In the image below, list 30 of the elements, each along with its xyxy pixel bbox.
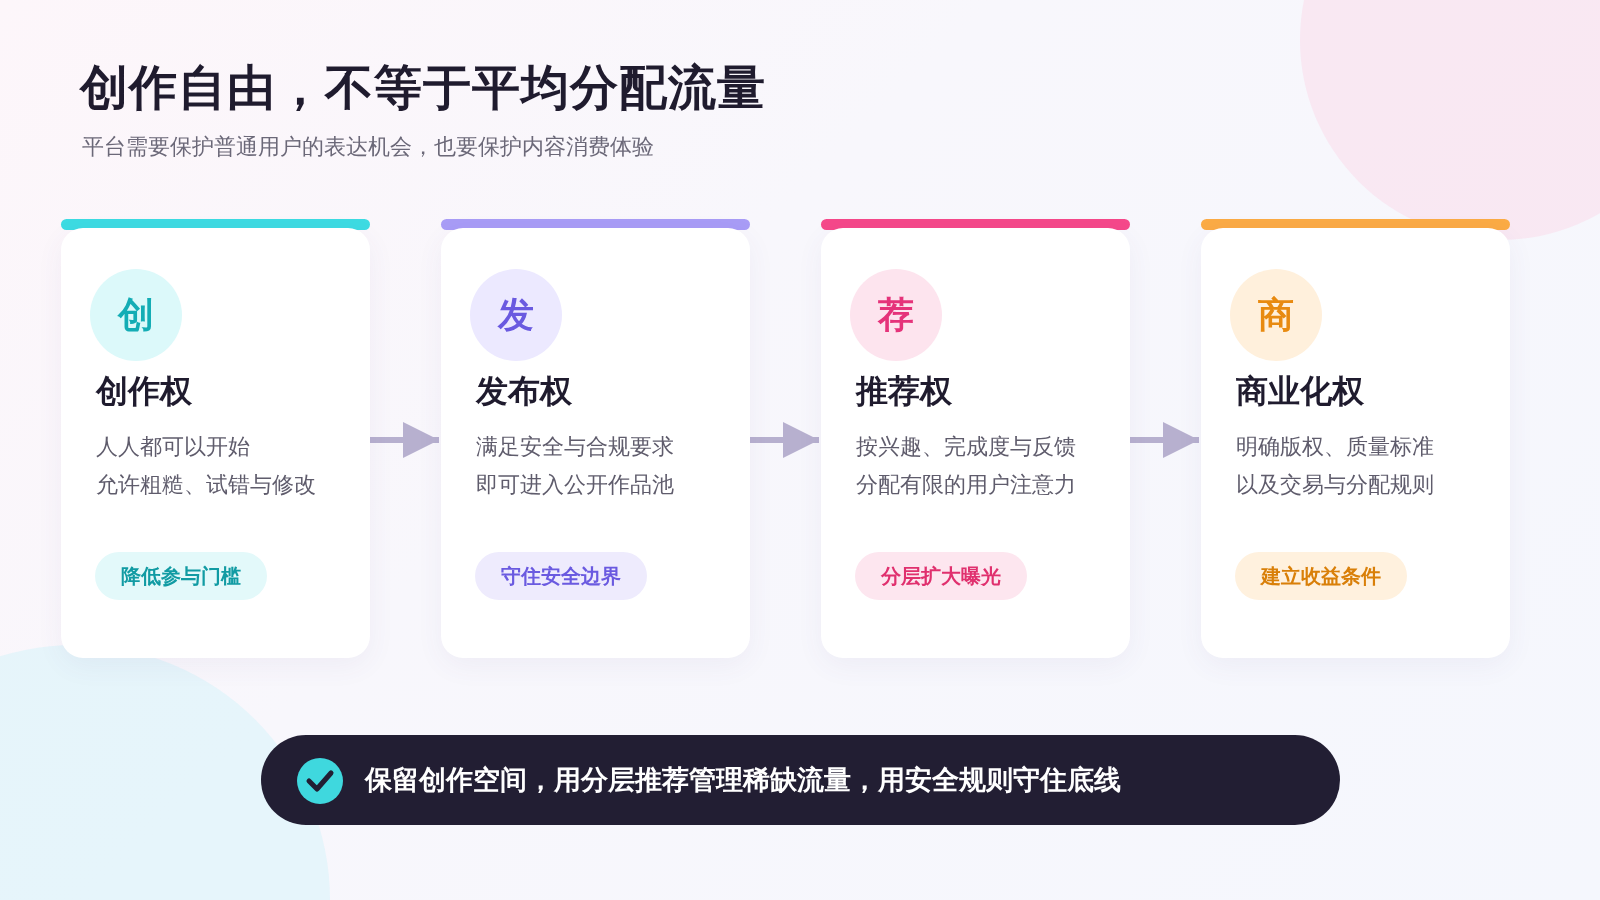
tag: 分层扩大曝光 <box>855 552 1027 600</box>
icon-badge: 商 <box>1230 269 1322 361</box>
card <box>821 228 1130 658</box>
description: 按兴趣、完成度与反馈 <box>856 433 1076 461</box>
description: 以及交易与分配规则 <box>1236 471 1434 499</box>
title: 创作自由，不等于平均分配流量 <box>80 60 766 116</box>
card-title: 创作权 <box>96 372 192 411</box>
card <box>61 228 370 658</box>
description: 人人都可以开始 <box>96 433 250 461</box>
icon-badge: 荐 <box>850 269 942 361</box>
arrow <box>1130 422 1199 458</box>
card <box>441 228 750 658</box>
description: 分配有限的用户注意力 <box>856 471 1076 499</box>
icon-badge: 发 <box>470 269 562 361</box>
card-title: 商业化权 <box>1236 372 1364 411</box>
tag: 建立收益条件 <box>1235 552 1407 600</box>
arrow <box>750 422 819 458</box>
description: 明确版权、质量标准 <box>1236 433 1434 461</box>
tag: 守住安全边界 <box>475 552 647 600</box>
subtitle: 平台需要保护普通用户的表达机会，也要保护内容消费体验 <box>82 133 654 161</box>
card-title: 发布权 <box>476 372 572 411</box>
description: 即可进入公开作品池 <box>476 471 674 499</box>
arrow <box>370 422 439 458</box>
icon-badge: 创 <box>90 269 182 361</box>
tag: 降低参与门槛 <box>95 552 267 600</box>
card <box>1201 228 1510 658</box>
summary-text: 保留创作空间，用分层推荐管理稀缺流量，用安全规则守住底线 <box>365 764 1121 797</box>
card-title: 推荐权 <box>856 372 952 411</box>
description: 允许粗糙、试错与修改 <box>96 471 316 499</box>
description: 满足安全与合规要求 <box>476 433 674 461</box>
